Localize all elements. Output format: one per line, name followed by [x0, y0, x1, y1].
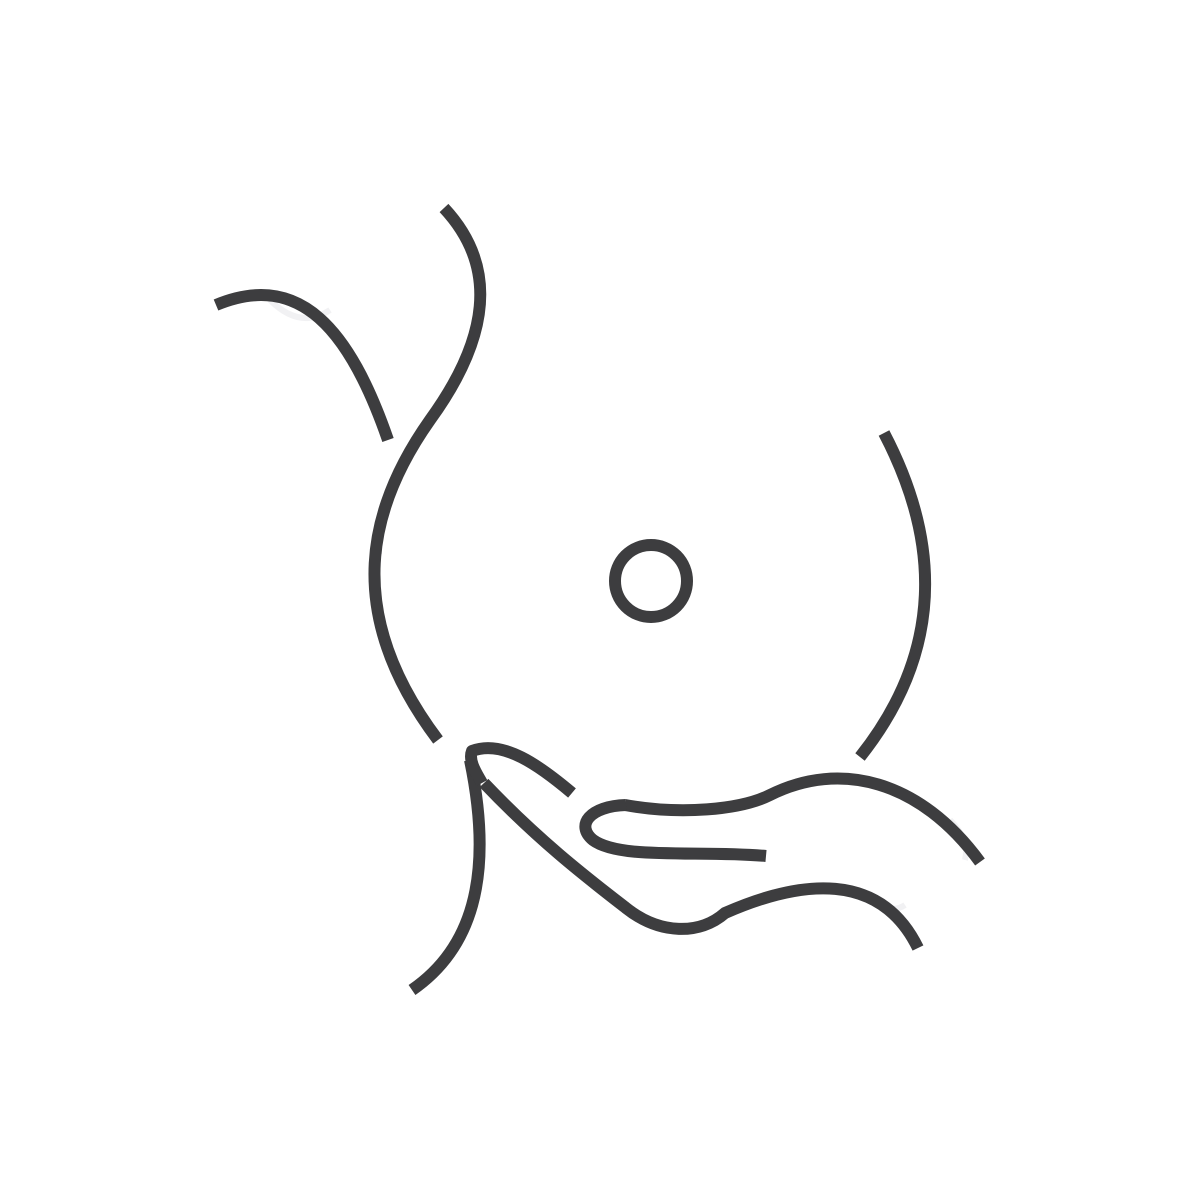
hand-finger-upper	[623, 772, 985, 866]
lower-body-curve	[408, 758, 486, 995]
left-arm-curve	[213, 289, 394, 442]
hand-finger-fold	[579, 799, 767, 862]
line-art	[213, 203, 985, 995]
hand-palm	[479, 778, 924, 951]
torso-left-curve	[368, 203, 487, 744]
belly-right-curve	[855, 430, 932, 761]
hand-thumb	[465, 742, 576, 798]
navel-circle	[609, 539, 693, 623]
watermark-stroke	[267, 297, 332, 321]
